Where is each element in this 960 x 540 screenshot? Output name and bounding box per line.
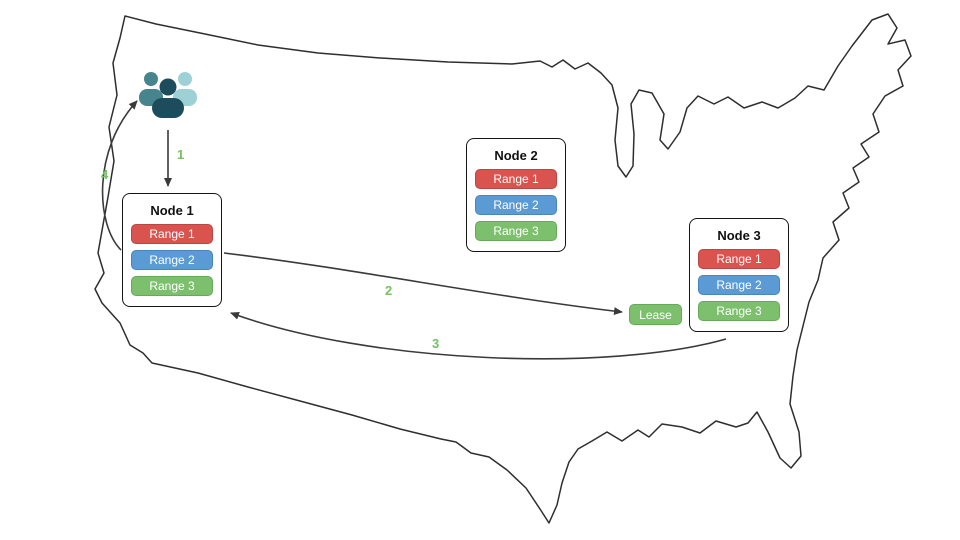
node-2-range-3-badge: Range 3 (475, 221, 557, 241)
node-2-range-1-badge: Range 1 (475, 169, 557, 189)
users-icon (139, 72, 197, 118)
node-2-range-2-badge: Range 2 (475, 195, 557, 215)
arrow-step-2 (223, 252, 623, 316)
arrow-step-3 (230, 311, 727, 360)
node-3-box: Node 3 Range 1 Range 2 Range 3 (689, 218, 789, 332)
arrow-step-4 (101, 100, 138, 251)
step-label-4: 4 (101, 167, 109, 182)
node-3-range-2-badge: Range 2 (698, 275, 780, 295)
node-1-box: Node 1 Range 1 Range 2 Range 3 (122, 193, 222, 307)
node-1-range-3-badge: Range 3 (131, 276, 213, 296)
node-1-title: Node 1 (150, 203, 194, 218)
node-3-range-1-badge: Range 1 (698, 249, 780, 269)
step-label-2: 2 (385, 283, 393, 298)
node-3-title: Node 3 (717, 228, 761, 243)
users-icon-center-body (152, 98, 184, 118)
step-label-1: 1 (177, 147, 185, 162)
node-1-range-1-badge: Range 1 (131, 224, 213, 244)
node-2-box: Node 2 Range 1 Range 2 Range 3 (466, 138, 566, 252)
users-icon-center-head (159, 78, 177, 96)
lease-badge: Lease (629, 304, 682, 325)
node-1-range-2-badge: Range 2 (131, 250, 213, 270)
node-3-range-3-badge: Range 3 (698, 301, 780, 321)
users-icon-left-head (144, 72, 158, 86)
step-label-3: 3 (432, 336, 440, 351)
node-2-title: Node 2 (494, 148, 538, 163)
users-icon-right-head (178, 72, 192, 86)
us-map-outline (94, 13, 912, 524)
